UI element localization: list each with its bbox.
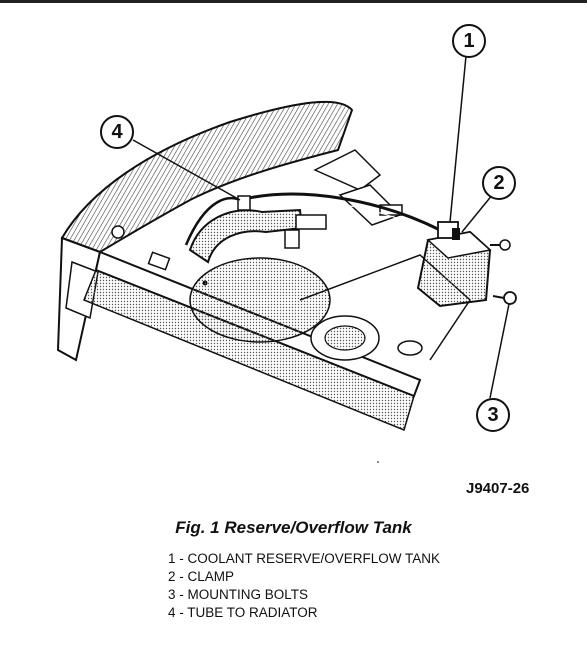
callout-3: 3 [476, 398, 510, 432]
legend-item: 1 - COOLANT RESERVE/OVERFLOW TANK [168, 551, 441, 566]
radiator-support-lower [83, 269, 415, 432]
legend-item: 3 - MOUNTING BOLTS [168, 587, 309, 602]
legend-list: 1 - COOLANT RESERVE/OVERFLOW TANK 2 - CL… [168, 550, 440, 622]
legend-item: 4 - TUBE TO RADIATOR [168, 605, 318, 620]
hood-panel [60, 100, 354, 254]
legend-item: 2 - CLAMP [168, 569, 235, 584]
headlamp-opening [65, 260, 99, 320]
top-border-rule [0, 0, 587, 3]
mounting-bolt [503, 291, 517, 305]
callout-1: 1 [452, 24, 486, 58]
engine-bay-illustration [56, 55, 517, 463]
overflow-tube [239, 192, 441, 232]
callout-2: 2 [482, 166, 516, 200]
figure-caption: Fig. 1 Reserve/Overflow Tank [175, 518, 412, 537]
clamp [452, 228, 460, 240]
figure-id-code: J9407-26 [466, 480, 530, 497]
callout-4: 4 [100, 115, 134, 149]
fan-shroud [189, 257, 331, 343]
